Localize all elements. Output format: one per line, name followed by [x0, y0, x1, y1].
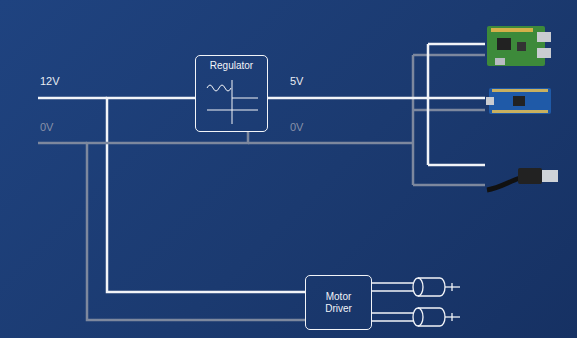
- chip: [517, 42, 526, 51]
- icon-axis: [232, 80, 233, 124]
- usb-port: [486, 97, 494, 105]
- pcb-board: [487, 26, 545, 66]
- usb-cable: [487, 168, 558, 190]
- motor-shaft: [451, 283, 452, 291]
- motor-shaft: [451, 313, 452, 321]
- motor-wire: [372, 312, 413, 313]
- rail-5v: [428, 164, 485, 167]
- regulator-icon: [207, 80, 258, 124]
- box-label: Motor Driver: [317, 291, 361, 315]
- rail-5v: [268, 97, 485, 100]
- rail-0v: [38, 142, 87, 145]
- arduino-nano: [486, 88, 551, 114]
- motors: [372, 278, 460, 326]
- ripple-wave: [207, 85, 231, 91]
- rail-0v: [413, 109, 485, 112]
- rail-5v: [428, 43, 485, 46]
- rail-0v: [413, 54, 485, 57]
- rail-0v: [413, 184, 485, 187]
- motor-end: [413, 278, 423, 296]
- rail-12v: [38, 97, 107, 100]
- chip: [513, 96, 525, 106]
- driver-box: Motor Driver: [305, 275, 372, 330]
- rail-label: 0V: [40, 121, 53, 134]
- plug-metal: [542, 170, 558, 182]
- power-wire: [107, 98, 305, 292]
- rail-label: 12V: [40, 75, 60, 88]
- hdmi-port: [495, 58, 505, 65]
- cable: [487, 178, 520, 190]
- box-label: Regulator: [210, 60, 253, 72]
- pin-header: [491, 28, 533, 32]
- rail-5v: [427, 44, 430, 165]
- power-wire: [87, 132, 305, 320]
- motor-wire: [372, 320, 413, 321]
- motor-wire: [372, 290, 413, 291]
- regulator-box: Regulator: [195, 55, 268, 132]
- icon-level: [232, 98, 258, 99]
- chip: [497, 38, 511, 50]
- usb-port: [537, 32, 551, 42]
- motor-wire: [372, 282, 413, 283]
- usb-port: [537, 48, 551, 58]
- rail-label: 5V: [290, 75, 303, 88]
- rail-label: 0V: [290, 121, 303, 134]
- pin-row: [492, 89, 548, 92]
- icon-ground: [207, 110, 258, 111]
- pin-row: [492, 110, 548, 113]
- rail-0v: [412, 55, 415, 185]
- motor-end: [413, 308, 423, 326]
- plug-body: [518, 168, 542, 184]
- pcb-board: [489, 88, 551, 114]
- rail-0v: [248, 142, 413, 145]
- raspberry-pi: [487, 26, 551, 66]
